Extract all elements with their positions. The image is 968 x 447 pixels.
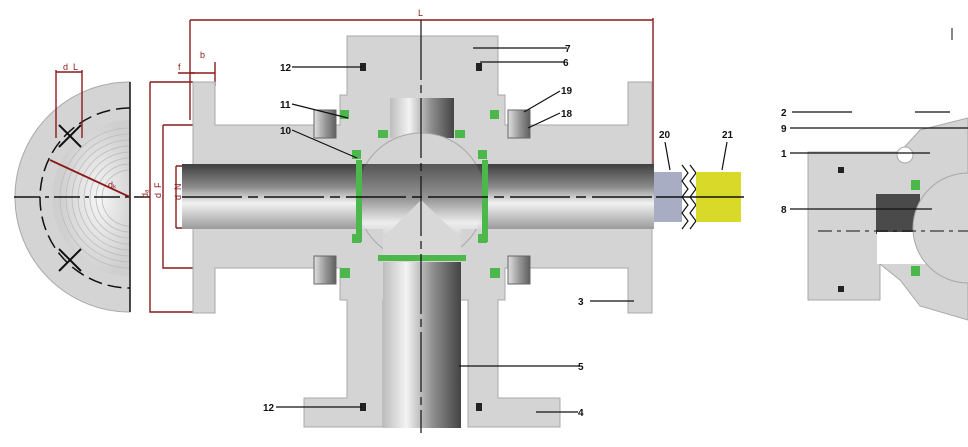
bolt-hole-bottom (58, 248, 82, 272)
right-seals (911, 180, 920, 276)
bolt-tr (507, 109, 531, 139)
callout-9: 9 (781, 124, 787, 135)
callout-10: 10 (280, 126, 292, 137)
callout-18: 18 (561, 109, 573, 120)
dim-da-label: dₐ (140, 189, 150, 198)
bonnet-bore (390, 98, 454, 138)
bolt-tl (313, 109, 337, 139)
right-ball (912, 172, 968, 284)
callout-3: 3 (578, 297, 584, 308)
dim-dn-label: d_N (173, 183, 183, 200)
callout-11: 11 (280, 100, 291, 111)
dim-f-label: f (178, 62, 181, 72)
bolt-br (507, 255, 531, 285)
bolt-circle (39, 107, 131, 289)
callout-labels: 12 7 6 11 10 19 18 20 21 3 5 12 4 2 9 1 … (263, 44, 787, 419)
callout-12-top: 12 (280, 63, 292, 74)
right-partial-view (807, 28, 968, 321)
bolts (313, 109, 531, 285)
gasket-rings (59, 127, 131, 269)
valve-section: dₐ d_F d_N b f L (140, 8, 744, 433)
callout-8: 8 (781, 205, 787, 216)
flange-face-view: d_L dₖ (14, 62, 150, 313)
bolt-bl (313, 255, 337, 285)
right-small-hole (896, 146, 914, 164)
dim-L-label: L (418, 8, 423, 18)
dim-dk-line (49, 159, 131, 198)
dim-b-label: b (200, 50, 205, 60)
dim-df-label: d_F (153, 182, 163, 198)
callout-19: 19 (561, 86, 573, 97)
callout-7: 7 (565, 44, 571, 55)
o-rings (360, 63, 482, 411)
dim-dl-label: d_L (63, 62, 78, 72)
callout-4: 4 (578, 408, 584, 419)
seat-seals (340, 110, 500, 278)
dim-dl (55, 70, 83, 138)
callout-20: 20 (659, 130, 671, 141)
callout-1: 1 (781, 149, 787, 160)
vertical-bore (383, 230, 461, 428)
callout-6: 6 (563, 58, 569, 69)
callout-12-bottom: 12 (263, 403, 275, 414)
right-o-rings (838, 167, 844, 292)
callout-2: 2 (781, 108, 787, 119)
dim-dk-label: dₖ (108, 180, 117, 190)
leader-lines (276, 47, 968, 413)
callout-21: 21 (722, 130, 734, 141)
bolt-hole-top (58, 124, 82, 148)
callout-5: 5 (578, 362, 584, 373)
ball-branch (383, 200, 461, 262)
